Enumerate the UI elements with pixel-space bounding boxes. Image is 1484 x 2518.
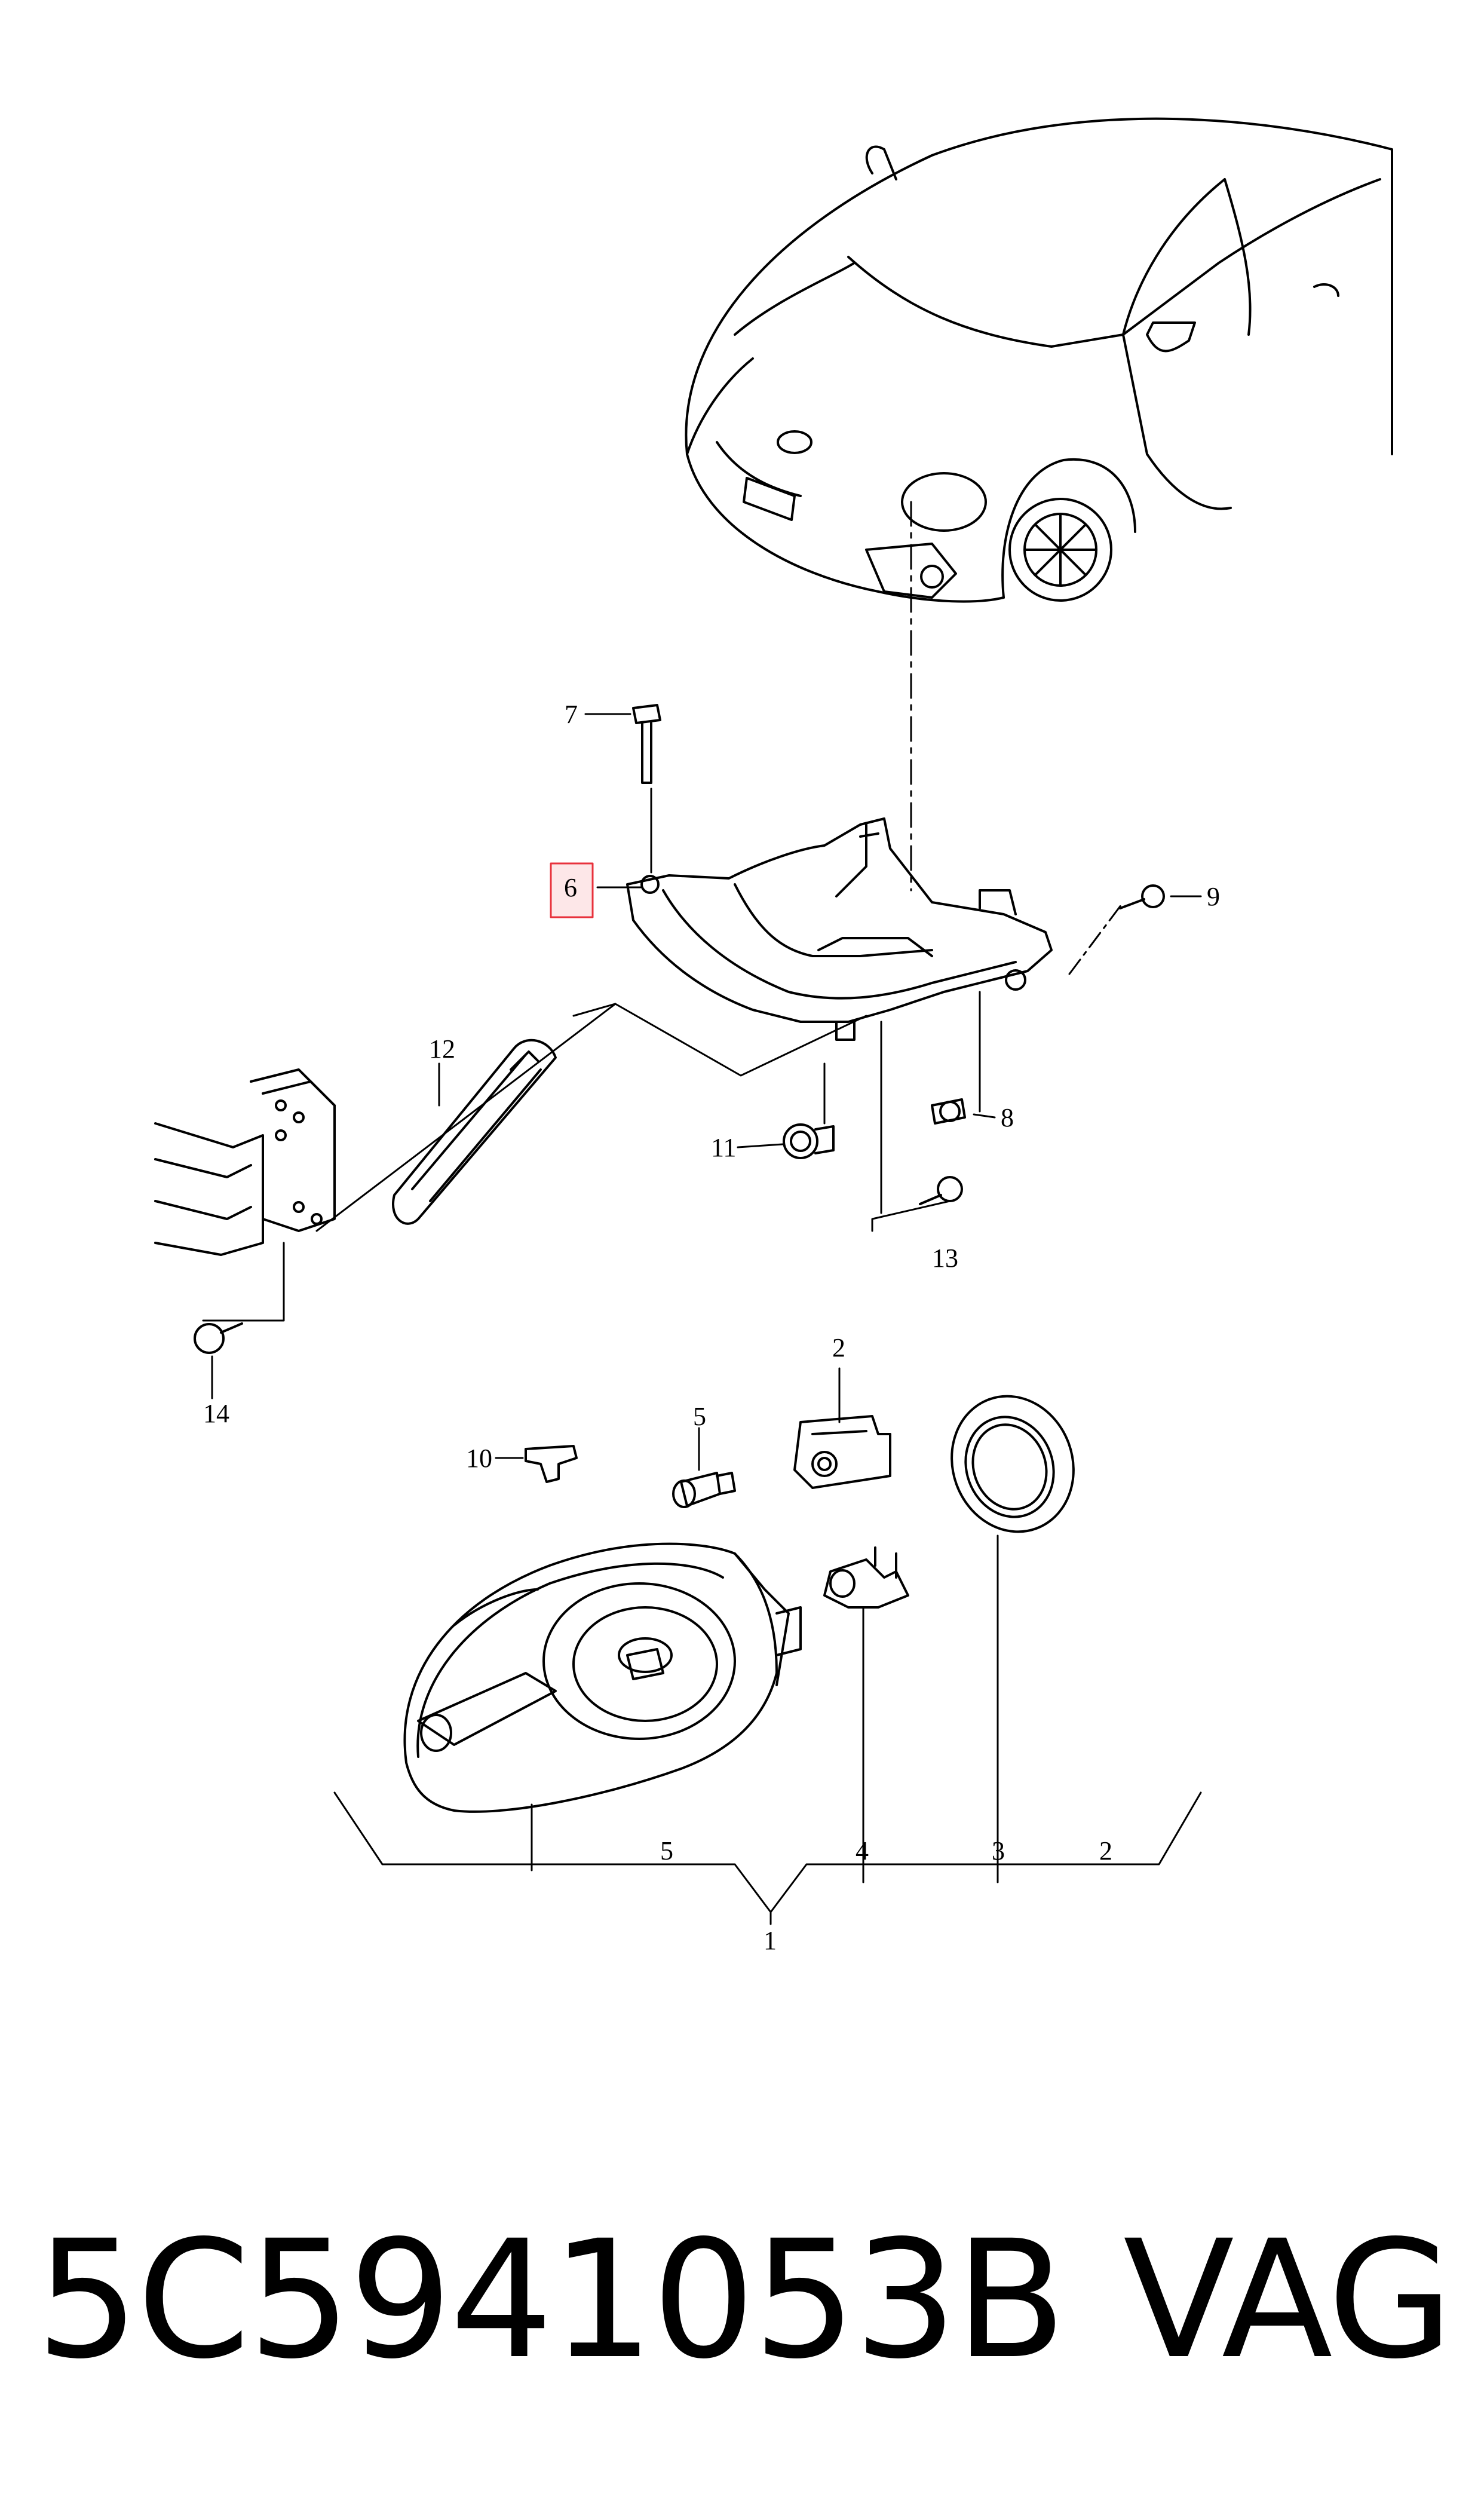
main-bulb (823, 1546, 909, 1609)
label-4: 4 (856, 1836, 869, 1865)
label-9: 9 (1207, 882, 1220, 911)
trim-ring (951, 1395, 1075, 1533)
screw-13 (919, 1176, 963, 1205)
side-bulb (672, 1472, 736, 1508)
screw-14 (194, 1322, 243, 1354)
label-2-bottom: 2 (1099, 1836, 1112, 1865)
label-11: 11 (711, 1133, 736, 1162)
cap-10 (525, 1445, 578, 1483)
clip-11 (783, 1123, 835, 1159)
crossmember (154, 1068, 336, 1256)
control-motor (793, 1415, 891, 1489)
bolt-7 (632, 704, 661, 784)
label-5-top: 5 (693, 1402, 706, 1431)
label-3: 3 (992, 1836, 1005, 1865)
label-5-bottom: 5 (660, 1836, 673, 1865)
nut-8 (931, 1098, 966, 1125)
label-6: 6 (564, 873, 577, 902)
car-illustration (685, 117, 1393, 603)
highlight-box (550, 862, 594, 918)
footer: 5C5941053B VAG (36, 2211, 1458, 2390)
leader-lines (202, 501, 1202, 1925)
label-8: 8 (1001, 1103, 1014, 1132)
label-10: 10 (466, 1444, 492, 1473)
brand-name: VAG (1123, 2206, 1454, 2395)
guide-rail (392, 1039, 557, 1225)
screw-9 (1119, 884, 1165, 909)
part-number: 5C5941053B (36, 2206, 1066, 2395)
label-14: 14 (203, 1399, 229, 1428)
headlight-assembly (403, 1542, 802, 1813)
label-1: 1 (764, 1926, 777, 1955)
callout-labels: 7 6 9 12 8 11 13 14 2 5 10 5 4 3 2 1 (203, 700, 1220, 1955)
label-2-top: 2 (832, 1333, 845, 1362)
label-7: 7 (565, 700, 578, 729)
mounting-bracket (626, 817, 1053, 1041)
label-13: 13 (932, 1243, 958, 1273)
label-12: 12 (429, 1034, 455, 1064)
